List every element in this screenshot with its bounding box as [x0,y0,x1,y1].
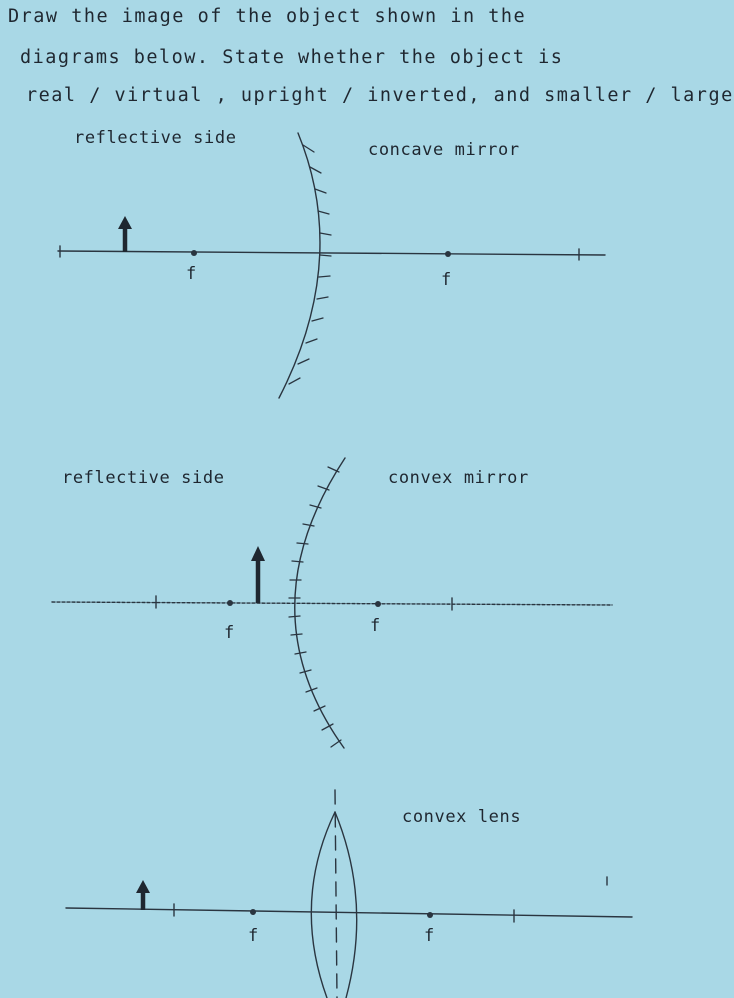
convex-mirror-title: convex mirror [388,468,529,488]
concave-mirror-diagram [57,132,606,399]
convex-lens-diagram [65,789,633,998]
instruction-line-3: real / virtual , upright / inverted, and… [26,85,734,106]
instruction-line-1: Draw the image of the object shown in th… [8,6,527,27]
convex-mirror-focal-point-left [227,600,233,606]
convex-mirror-principal-axis [51,601,613,606]
concave-focal-label-left: f [186,264,197,284]
concave-focal-point-right [445,251,451,257]
convex-mirror-focal-point-right [375,601,381,607]
convex-lens-principal-axis [65,907,633,918]
instruction-line-2: diagrams below. State whether the object… [20,47,564,68]
convex-mirror-diagram [51,457,613,749]
convex-lens-center-line [334,789,338,998]
convex-lens-right-surface [334,811,358,998]
convex-lens-focal-label-left: f [248,926,259,946]
concave-mirror-side-label: reflective side [74,128,237,148]
concave-focal-label-right: f [441,270,452,290]
convex-mirror [294,457,346,749]
concave-principal-axis [57,250,606,256]
convex-mirror-hatching [288,466,342,748]
convex-mirror-focal-label-left: f [224,623,235,643]
convex-mirror-focal-label-right: f [370,616,381,636]
concave-mirror-hatching [288,144,332,385]
convex-lens-title: convex lens [402,807,522,827]
convex-lens-focal-label-right: f [424,926,435,946]
convex-lens-focal-point-right [427,912,433,918]
convex-lens-object-arrow [136,880,150,910]
convex-lens-left-surface [310,811,336,998]
convex-lens-focal-point-left [250,909,256,915]
concave-mirror-title: concave mirror [368,140,520,160]
convex-mirror-side-label: reflective side [62,468,225,488]
convex-mirror-object-arrow [251,546,265,603]
concave-focal-point-left [191,250,197,256]
concave-mirror [278,132,321,399]
concave-object-arrow [118,216,132,252]
